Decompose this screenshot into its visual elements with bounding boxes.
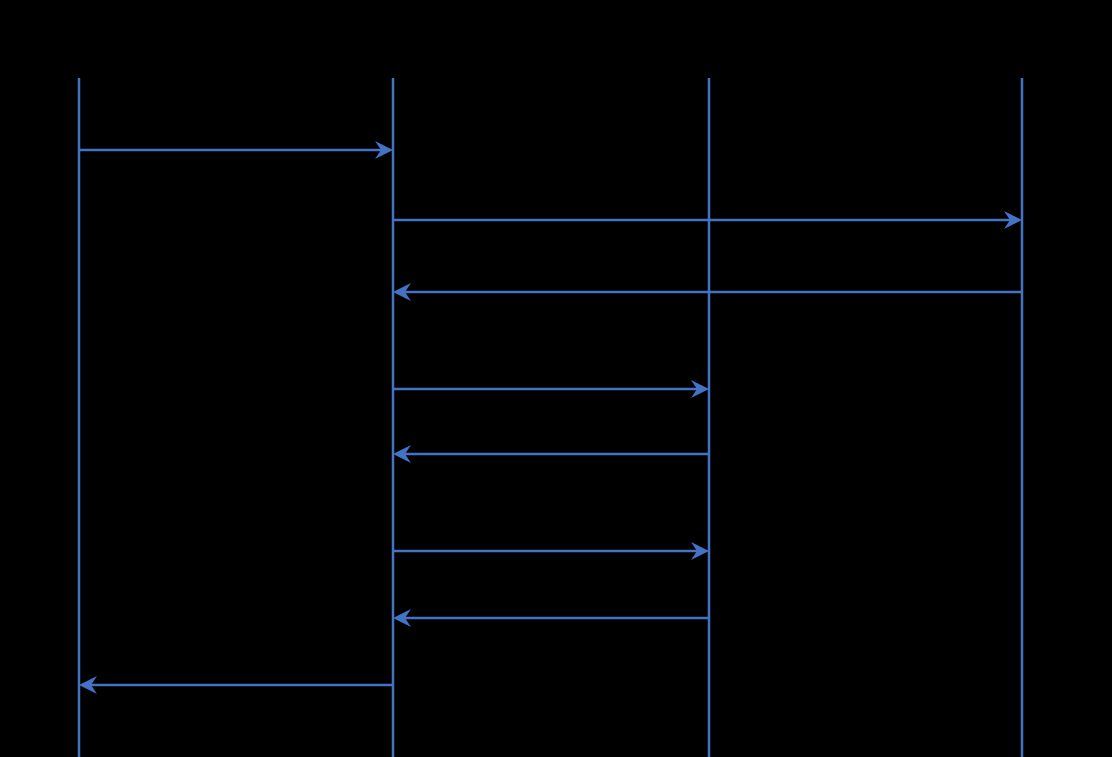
- message-6-arrowhead-icon: [691, 542, 709, 560]
- message-5-arrowhead-icon: [393, 445, 411, 463]
- message-7-arrowhead-icon: [393, 609, 411, 627]
- message-3-arrowhead-icon: [393, 283, 411, 301]
- message-4-arrowhead-icon: [691, 380, 709, 398]
- message-1-arrowhead-icon: [375, 141, 393, 159]
- message-2-arrowhead-icon: [1004, 211, 1022, 229]
- message-8-arrowhead-icon: [79, 676, 97, 694]
